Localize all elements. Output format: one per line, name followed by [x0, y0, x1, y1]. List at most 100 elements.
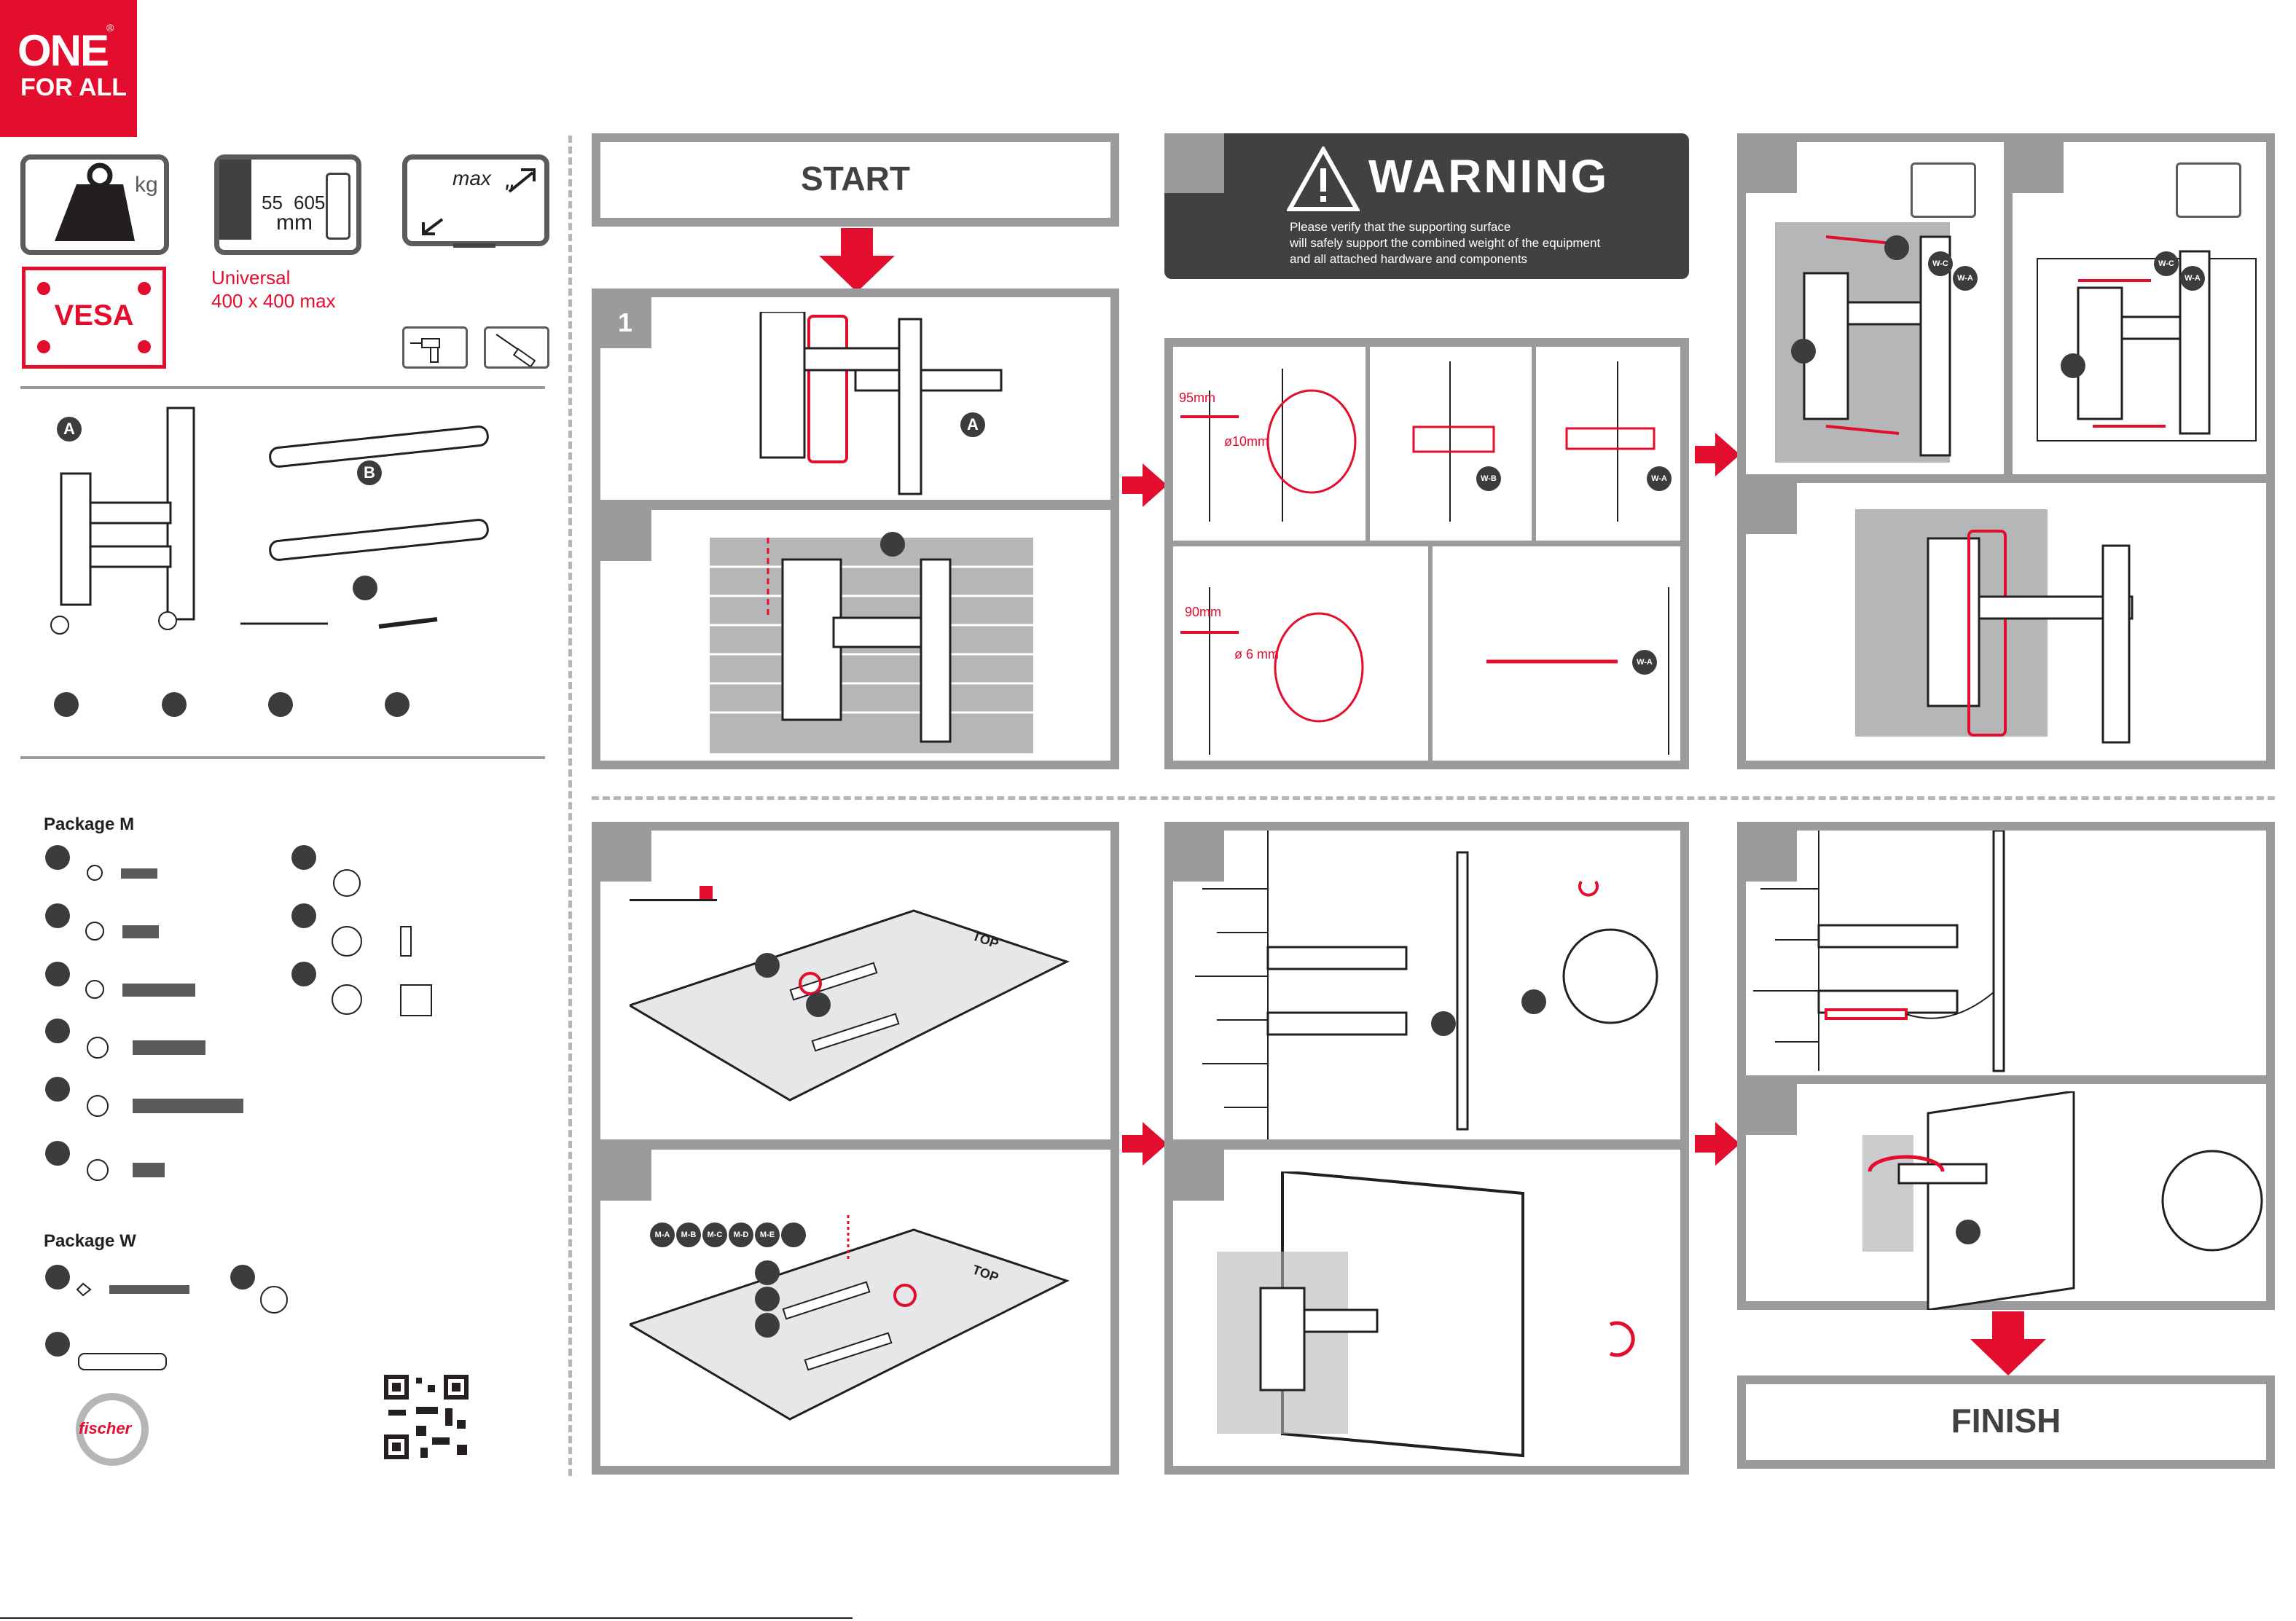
mount-arm-illustration-1 [759, 312, 1003, 495]
drill-grid-v1 [1366, 347, 1370, 543]
pkg-w-badge-2 [230, 1265, 255, 1290]
pkg-w-badge-3 [45, 1332, 70, 1357]
wall-check-tab [1746, 483, 1797, 534]
pkg-m-badge-1 [45, 845, 70, 870]
step1b-tab [600, 510, 651, 561]
tv-badge-4 [755, 1287, 780, 1311]
qr-code[interactable] [384, 1375, 469, 1459]
level-marker [700, 886, 713, 899]
part-c-badge [353, 576, 377, 600]
qr-icon [384, 1375, 469, 1459]
wall-mount-illustration-2 [2037, 250, 2257, 441]
screen-max: max [452, 167, 491, 189]
drill-hint-2 [2176, 162, 2241, 218]
diagonal-arrow-icon [422, 168, 536, 235]
down-arrow-icon [1970, 1311, 2046, 1375]
tv-back-panel-2: M-A M-B M-C M-D M-E TOP [592, 1141, 1119, 1475]
weight-spec-box: kg [20, 154, 169, 255]
package-m-screws [85, 865, 243, 1181]
drill-grid-v3 [1428, 543, 1433, 769]
pkg-m-badge-5 [45, 1077, 70, 1102]
down-arrow-icon [819, 228, 895, 292]
size-spec-box: 55 605 mm [214, 154, 361, 255]
wa-badge-4: W-A [2180, 266, 2205, 291]
rotate-illustration [1862, 1091, 2263, 1310]
blank-badge [781, 1222, 806, 1247]
tv-back-panel-1: TOP [592, 822, 1119, 1148]
wall-mount-panel-right: W-C W-A [2004, 133, 2275, 483]
screen-spec-box: max " [402, 154, 549, 246]
package-m-title: Package M [44, 815, 135, 834]
weight-icon [55, 162, 135, 241]
tv-back-tab-2 [600, 1150, 651, 1201]
right-arrow-icon [1695, 433, 1740, 476]
cable-tab [1746, 831, 1797, 882]
hang-tv-tab [1173, 831, 1224, 882]
warning-line1: Please verify that the supporting surfac… [1290, 220, 1511, 234]
drill-grid-v2 [1532, 347, 1536, 543]
step1b-badge [880, 532, 905, 557]
wall-check-illustration [1927, 530, 2134, 744]
tv-back-illustration-2 [630, 1215, 1070, 1421]
size-min: 55 [262, 192, 283, 213]
wc-badge-2: W-C [2154, 251, 2179, 276]
cable-panel [1737, 822, 2275, 1086]
tilt-tv-tab [1173, 1150, 1224, 1201]
tilt-tv-illustration [1217, 1171, 1635, 1458]
pkg-m-badge-6 [45, 1141, 70, 1166]
pkg-m-badge-4 [45, 1018, 70, 1043]
warning-box: WARNING Please verify that the supportin… [1164, 133, 1689, 279]
vesa-desc-1: Universal [211, 267, 291, 289]
tv-back-illustration-1 [630, 909, 1070, 1102]
brand-line2: FOR ALL [20, 74, 128, 101]
drilling-illustration [1180, 361, 1669, 755]
drill-dia-2: ø 6 mm [1234, 647, 1279, 662]
start-banner: START [592, 133, 1119, 227]
wall-check-panel [1737, 474, 2275, 769]
tv-badge-3 [755, 1260, 780, 1285]
size-unit: mm [276, 211, 313, 235]
part-f-badge [268, 692, 293, 717]
pkg-m-badge-3 [45, 962, 70, 986]
brand-reg: ® [106, 22, 114, 34]
brand-logo: ONE ® FOR ALL [0, 0, 137, 137]
pkg-m-badge-7 [291, 845, 316, 870]
hang-tv-panel [1164, 822, 1689, 1148]
rotate-panel [1737, 1075, 2275, 1310]
brand-line1: ONE [17, 26, 109, 75]
parts-illustration [50, 407, 489, 635]
weight-unit: kg [135, 173, 158, 197]
wall-badge-1 [1791, 339, 1816, 364]
part-e-badge [162, 692, 187, 717]
drill-icon [410, 338, 440, 363]
rotate-tab [1746, 1084, 1797, 1135]
vesa-desc-2: 400 x 400 max [211, 290, 336, 312]
warning-line2: will safely support the combined weight … [1290, 236, 1601, 250]
pkg-w-badge-1 [45, 1265, 70, 1290]
level-indicator [630, 899, 717, 901]
finish-banner: FINISH [1737, 1375, 2275, 1469]
tv-badge-1 [755, 953, 780, 978]
part-d-badge [54, 692, 79, 717]
wall-mount-panel-left: W-C W-A [1737, 133, 2013, 483]
md-badge: M-D [729, 1222, 753, 1247]
screen-inch: " [504, 180, 513, 208]
screwdriver-tool-box [484, 326, 549, 369]
wa-badge-3: W-A [1953, 266, 1978, 291]
warning-title: WARNING [1368, 150, 1610, 203]
wa-badge-1: W-A [1647, 466, 1672, 491]
screwdriver-icon [495, 334, 536, 368]
vesa-badge: VESA [22, 267, 166, 369]
pkg-m-badge-9 [291, 962, 316, 986]
drilling-panel: 95mm ø10mm 90mm ø 6 mm W-B W-A W-A [1164, 338, 1689, 769]
footer-rule [0, 1617, 853, 1619]
mb-badge: M-B [676, 1222, 701, 1247]
wc-badge-1: W-C [1928, 251, 1953, 276]
drill-depth-1: 95mm [1179, 390, 1216, 405]
warning-message: Please verify that the supporting surfac… [1290, 219, 1669, 267]
divider-middle [20, 756, 545, 759]
right-arrow-icon [1695, 1122, 1740, 1166]
horizontal-separator [592, 796, 2275, 800]
warning-icon [1287, 146, 1360, 211]
wall-badge-2 [1884, 235, 1909, 260]
